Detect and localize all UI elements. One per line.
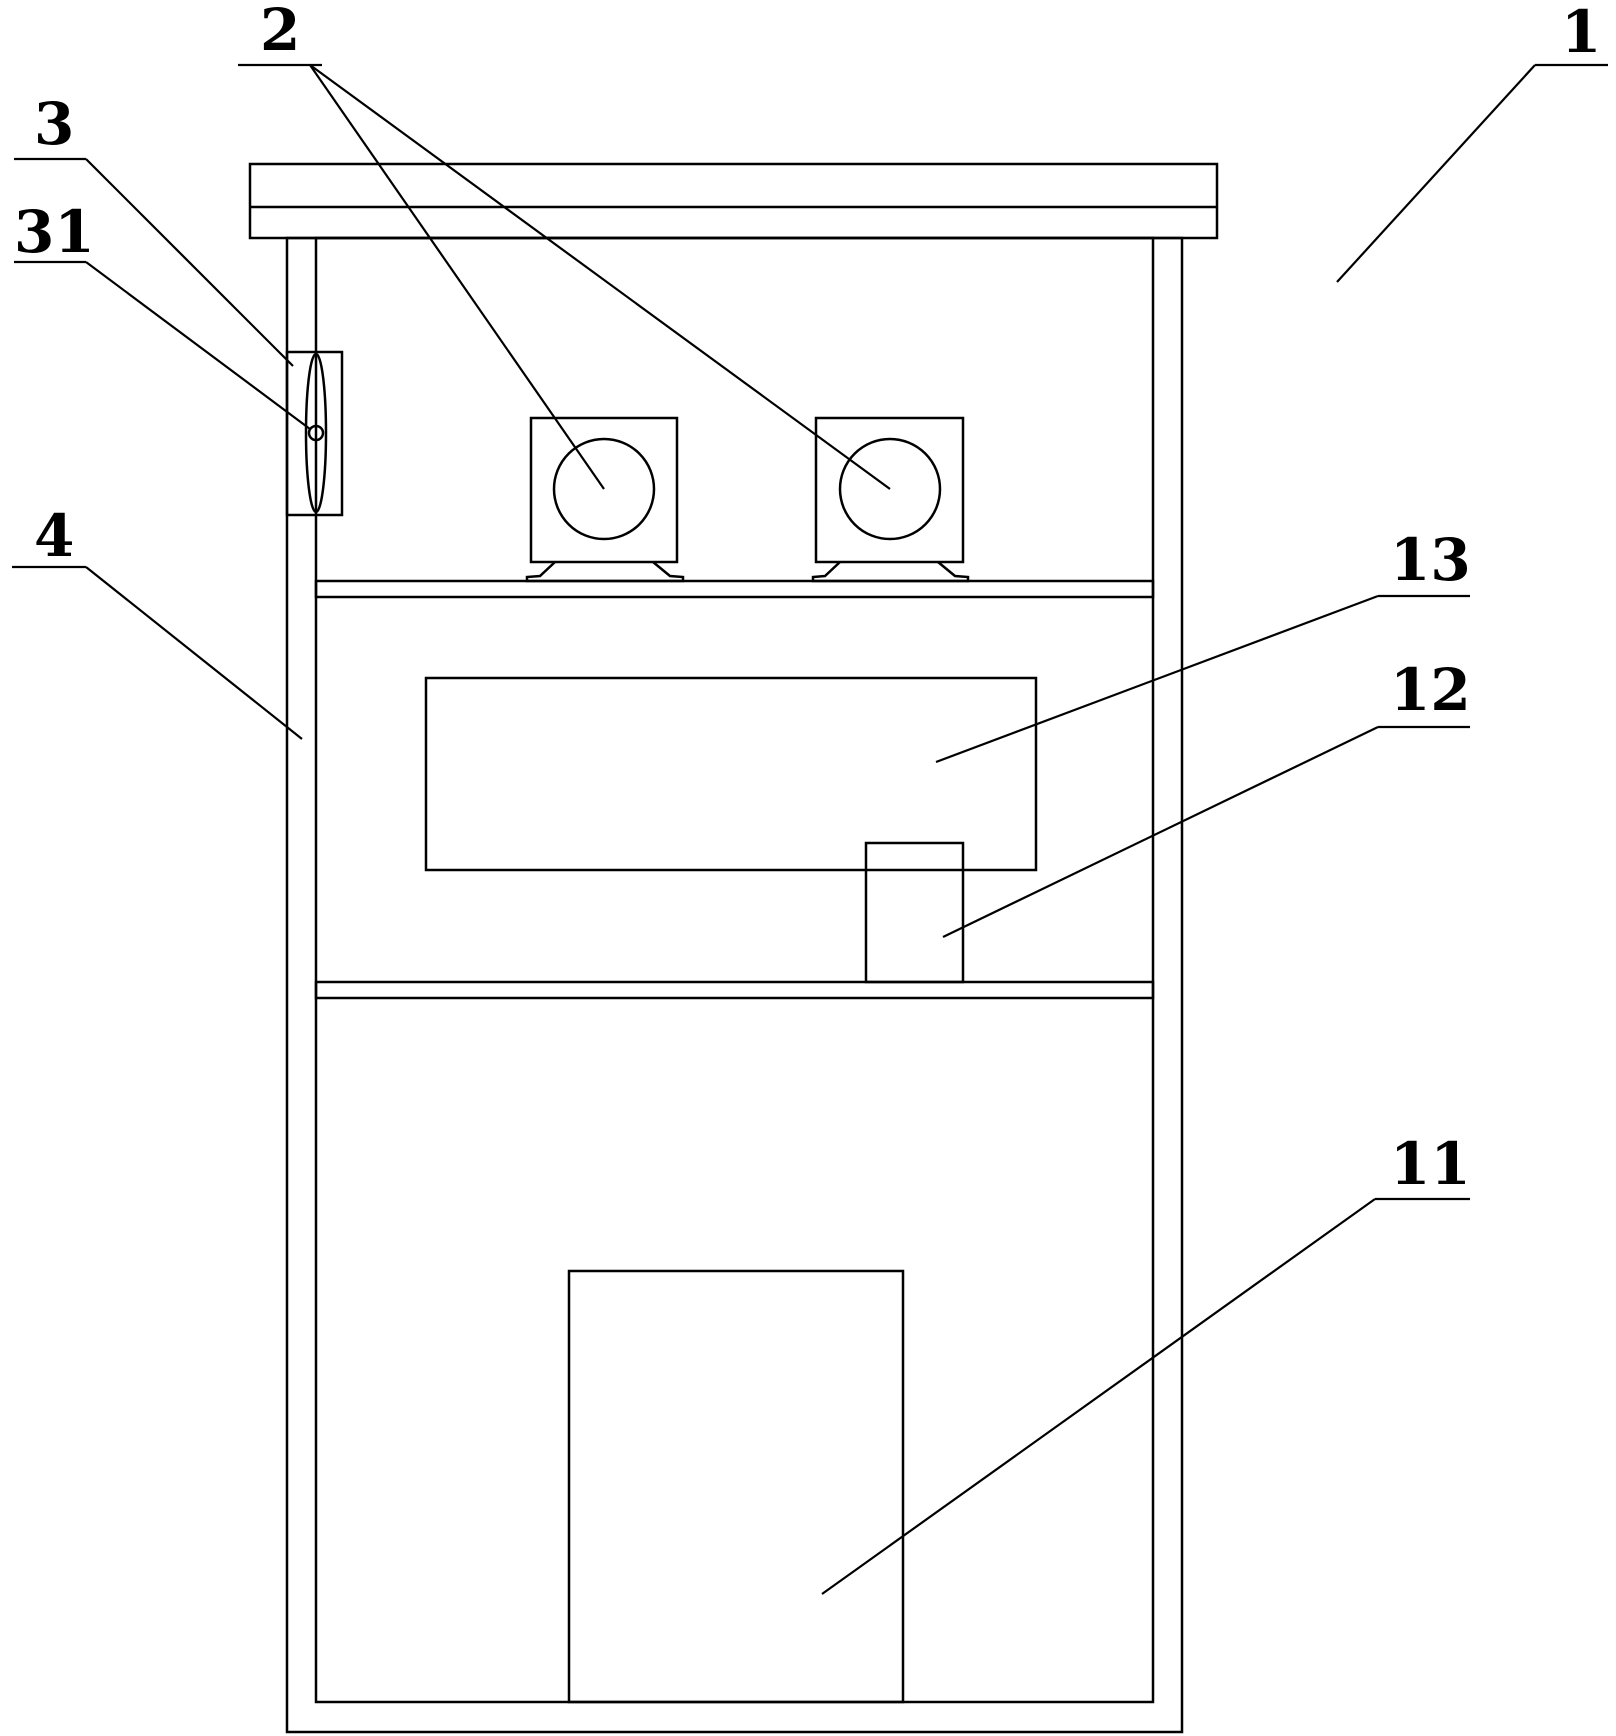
- label-12: 12: [1390, 656, 1471, 724]
- label-3: 3: [34, 90, 74, 158]
- label-1: 1: [1561, 0, 1601, 66]
- label-13: 13: [1390, 526, 1471, 594]
- upper-shelf: [314, 579, 1155, 599]
- label-4: 4: [34, 502, 74, 570]
- roof: [248, 162, 1219, 240]
- component-13-box: [424, 676, 1038, 872]
- leader-lines: [12, 63, 1608, 1595]
- fan-unit-right: [811, 416, 970, 583]
- label-2: 2: [260, 0, 300, 64]
- component-12-block: [864, 841, 965, 984]
- cabinet-body: [285, 236, 1184, 1734]
- label-31: 31: [14, 198, 95, 266]
- side-fan-housing: [285, 350, 344, 517]
- middle-shelf: [314, 980, 1155, 1000]
- fan-unit-left: [525, 416, 685, 583]
- label-11: 11: [1390, 1130, 1471, 1198]
- component-11-box: [567, 1269, 905, 1704]
